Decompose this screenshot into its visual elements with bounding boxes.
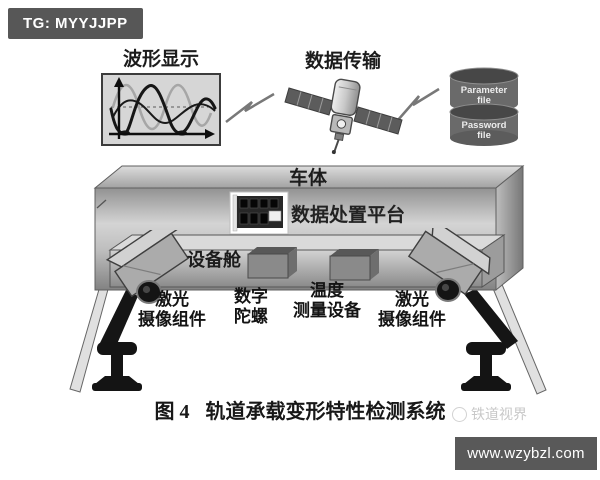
- right-laser-beam: [464, 289, 518, 349]
- password-file-label-line1: Password: [462, 120, 507, 131]
- left-laser-camera-icon: [105, 230, 190, 304]
- waveform-plot-icon: [101, 73, 221, 146]
- parameter-file-label-line1: Parameter: [461, 85, 508, 96]
- digital-gyro-label-line1: 数字: [234, 287, 268, 306]
- digital-gyro-label: 数字 陀螺: [211, 287, 291, 327]
- laser-camera-right-label-line1: 激光: [395, 290, 429, 309]
- laser-camera-right-label-line2: 摄像组件: [378, 310, 446, 330]
- waveform-display-label: 波形显示: [122, 49, 199, 70]
- tg-watermark-badge: TG: MYYJJPP: [8, 8, 143, 39]
- laser-camera-left-label: 激光 摄像组件: [128, 290, 216, 330]
- figure-caption: 图 4 轨道承载变形特性检测系统: [0, 395, 600, 424]
- website-watermark-badge: www.wzybzl.com: [455, 437, 597, 470]
- database-cylinders-icon: Parameter file Password file: [449, 67, 519, 146]
- left-rail-icon: [92, 342, 142, 391]
- data-platform-label: 数据处置平台: [291, 205, 406, 226]
- temperature-device-label-line2: 测量设备: [293, 301, 361, 321]
- gyro-slot-box: [247, 247, 297, 279]
- temperature-slot-box: [329, 249, 379, 281]
- temperature-device-label-line1: 温度: [310, 281, 344, 300]
- signal-bolt-right-icon: [397, 87, 440, 121]
- password-file-cylinder: Password file: [449, 103, 519, 146]
- right-rail-icon: [461, 342, 511, 391]
- satellite-icon: [284, 78, 403, 155]
- digital-gyro-label-line2: 陀螺: [234, 307, 268, 327]
- left-laser-beam: [99, 290, 138, 351]
- signal-bolt-left-icon: [225, 92, 275, 123]
- car-body-label: 车体: [288, 168, 327, 189]
- parameter-file-label-line2: file: [477, 95, 491, 106]
- equipment-cabin-label: 设备舱: [187, 250, 241, 270]
- laser-camera-left-label-line2: 摄像组件: [138, 310, 206, 330]
- watermark: 铁道视界: [452, 404, 527, 424]
- laser-camera-right-label: 激光 摄像组件: [368, 290, 456, 330]
- waveform-axes-icon: [109, 77, 217, 139]
- circuit-board-icon: [229, 191, 289, 235]
- watermark-logo-icon: [452, 406, 467, 422]
- laser-camera-left-label-line1: 激光: [155, 290, 189, 309]
- data-transmission-label: 数据传输: [304, 51, 381, 72]
- figure-title: 轨道承载变形特性检测系统: [205, 401, 446, 423]
- right-laser-camera-icon: [407, 228, 491, 302]
- figure-number: 图 4: [154, 401, 190, 423]
- temperature-device-label: 温度 测量设备: [285, 281, 369, 321]
- watermark-text: 铁道视界: [471, 408, 527, 423]
- password-file-label-line2: file: [477, 130, 491, 141]
